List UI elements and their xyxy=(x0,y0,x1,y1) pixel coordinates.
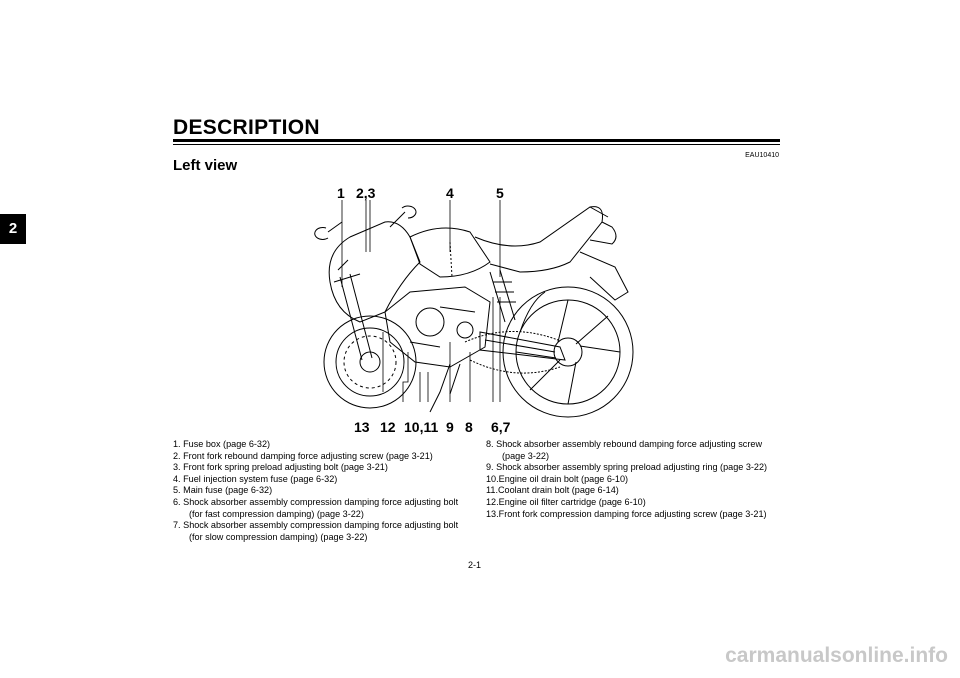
callout-8: 8 xyxy=(465,419,473,435)
motorcycle-illustration xyxy=(314,200,634,418)
item-number: 13. xyxy=(486,508,499,519)
callout-2-3: 2,3 xyxy=(356,185,376,201)
section-code: EAU10410 xyxy=(745,152,779,159)
list-item: 12.Engine oil filter cartridge (page 6-1… xyxy=(486,497,786,509)
item-text: Fuel injection system fuse (page 6-32) xyxy=(183,473,338,484)
item-number: 3. xyxy=(173,462,181,473)
title-rule-thin xyxy=(173,144,780,145)
item-number: 6. xyxy=(173,496,181,507)
item-text: Shock absorber assembly compression damp… xyxy=(183,520,459,531)
list-item: 6. Shock absorber assembly compression d… xyxy=(173,497,473,520)
item-text: Front fork spring preload adjusting bolt… xyxy=(183,462,388,473)
item-number: 5. xyxy=(173,485,181,496)
item-text: Front fork compression damping force adj… xyxy=(498,508,767,519)
page-number: 2-1 xyxy=(468,560,482,570)
item-number: 8. xyxy=(486,439,494,449)
list-item: 1. Fuse box (page 6-32) xyxy=(173,439,473,451)
item-text: Front fork rebound damping force adjusti… xyxy=(183,450,433,461)
item-text: Engine oil drain bolt (page 6-10) xyxy=(498,473,629,484)
list-item: 7. Shock absorber assembly compression d… xyxy=(173,520,473,543)
list-item: 8. Shock absorber assembly rebound dampi… xyxy=(486,439,786,462)
item-number: 7. xyxy=(173,520,181,531)
callout-4: 4 xyxy=(446,185,454,201)
list-item: 2. Front fork rebound damping force adju… xyxy=(173,451,473,463)
item-number: 2. xyxy=(173,450,181,461)
item-continuation: (for fast compression damping) (page 3-2… xyxy=(189,508,364,519)
list-item: 5. Main fuse (page 6-32) xyxy=(173,485,473,497)
callout-10-11: 10,11 xyxy=(404,419,439,435)
item-number: 11. xyxy=(486,485,498,496)
callout-5: 5 xyxy=(496,185,504,201)
list-item: 13.Front fork compression damping force … xyxy=(486,509,786,521)
item-text: Shock absorber assembly rebound damping … xyxy=(496,439,763,449)
item-continuation: (page 3-22) xyxy=(502,450,550,461)
item-text: Engine oil filter cartridge (page 6-10) xyxy=(498,496,646,507)
parts-list-right: 8. Shock absorber assembly rebound dampi… xyxy=(486,439,786,520)
item-number: 9. xyxy=(486,462,494,473)
item-text: Shock absorber assembly compression damp… xyxy=(183,496,459,507)
callout-1: 1 xyxy=(337,185,345,201)
list-item: 11.Coolant drain bolt (page 6-14) xyxy=(486,485,786,497)
page-title: DESCRIPTION xyxy=(173,116,320,139)
item-text: Shock absorber assembly spring preload a… xyxy=(496,462,768,473)
item-number: 10. xyxy=(486,473,499,484)
item-number: 12. xyxy=(486,496,499,507)
section-subtitle: Left view xyxy=(173,157,238,174)
item-continuation: (for slow compression damping) (page 3-2… xyxy=(189,531,368,542)
item-text: Fuse box (page 6-32) xyxy=(183,439,271,449)
item-number: 4. xyxy=(173,473,181,484)
callout-6-7: 6,7 xyxy=(491,419,511,435)
parts-list-left: 1. Fuse box (page 6-32) 2. Front fork re… xyxy=(173,439,473,543)
callout-12: 12 xyxy=(380,419,396,435)
callout-9: 9 xyxy=(446,419,454,435)
list-item: 10.Engine oil drain bolt (page 6-10) xyxy=(486,474,786,486)
title-rule-thick xyxy=(173,139,780,142)
section-tab: 2 xyxy=(0,214,26,244)
list-item: 9. Shock absorber assembly spring preloa… xyxy=(486,462,786,474)
item-text: Main fuse (page 6-32) xyxy=(183,485,273,496)
watermark-text: carmanualsonline.info xyxy=(725,644,948,667)
list-item: 3. Front fork spring preload adjusting b… xyxy=(173,462,473,474)
item-number: 1. xyxy=(173,439,181,449)
callout-13: 13 xyxy=(354,419,370,435)
list-item: 4. Fuel injection system fuse (page 6-32… xyxy=(173,474,473,486)
item-text: Coolant drain bolt (page 6-14) xyxy=(497,485,619,496)
